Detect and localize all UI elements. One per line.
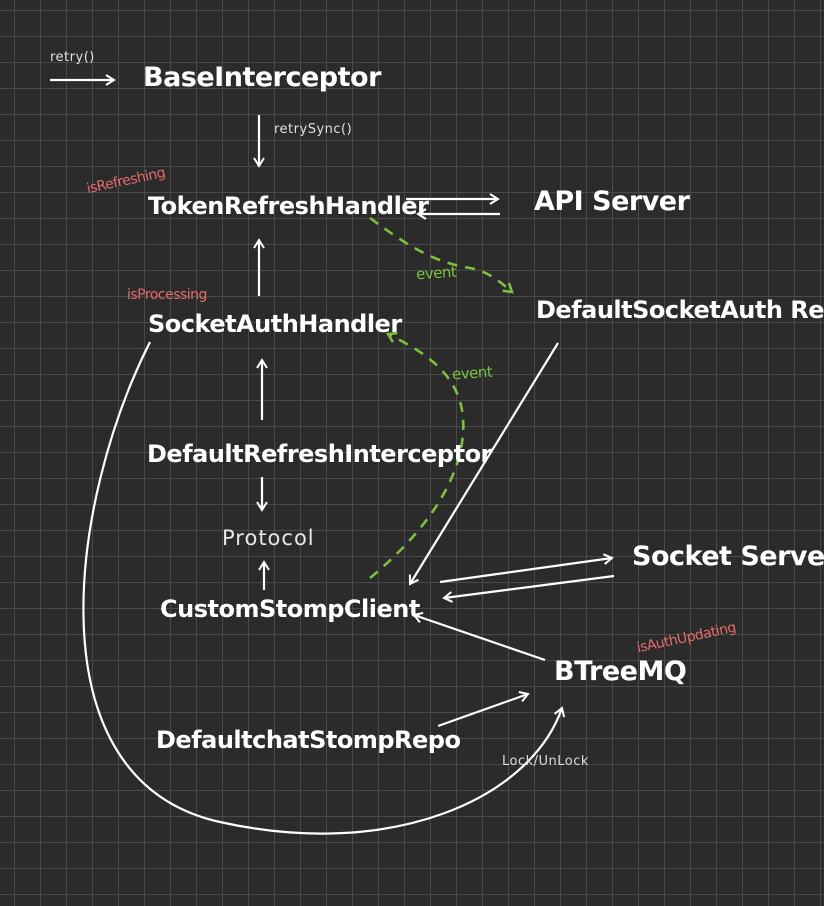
is-processing-state: isProcessing [127,287,207,303]
token-refresh-handler-node: TokenRefreshHandler [148,192,429,220]
socket-auth-to-btree-curve [82,341,566,835]
btree-mq-node: BTreeMQ [554,656,687,687]
socket-server-to-stomp-client-arrow [442,574,615,603]
event-label-1: event [415,262,457,284]
retry-sync-label: retrySync() [274,122,353,137]
api-server-node: API Server [534,186,690,217]
socket-auth-repo-to-stomp-client-arrow [408,342,559,586]
default-socket-auth-repo-node: DefaultSocketAuth Repo [536,296,824,324]
socket-server-node: Socket Server [632,541,824,572]
socket-auth-handler-node: SocketAuthHandler [148,310,402,338]
stomp-client-to-socket-server-arrow [439,553,614,584]
event-label-2: event [451,362,493,384]
event-stomp-client-to-socket-auth [369,334,465,580]
btree-to-stomp-client-arrow [412,611,546,662]
protocol-node: Protocol [222,526,315,550]
retry-label: retry() [50,50,95,65]
default-chat-stomp-repo-node: DefaultchatStompRepo [156,726,461,754]
default-refresh-interceptor-node: DefaultRefreshInterceptor [147,440,492,468]
base-interceptor-node: BaseInterceptor [143,62,381,93]
event-token-to-socket-auth-repo [369,216,512,292]
custom-stomp-client-node: CustomStompClient [160,595,420,623]
chat-repo-to-btree-arrow [437,690,530,728]
lock-unlock-label: Lock/UnLock [502,754,589,769]
